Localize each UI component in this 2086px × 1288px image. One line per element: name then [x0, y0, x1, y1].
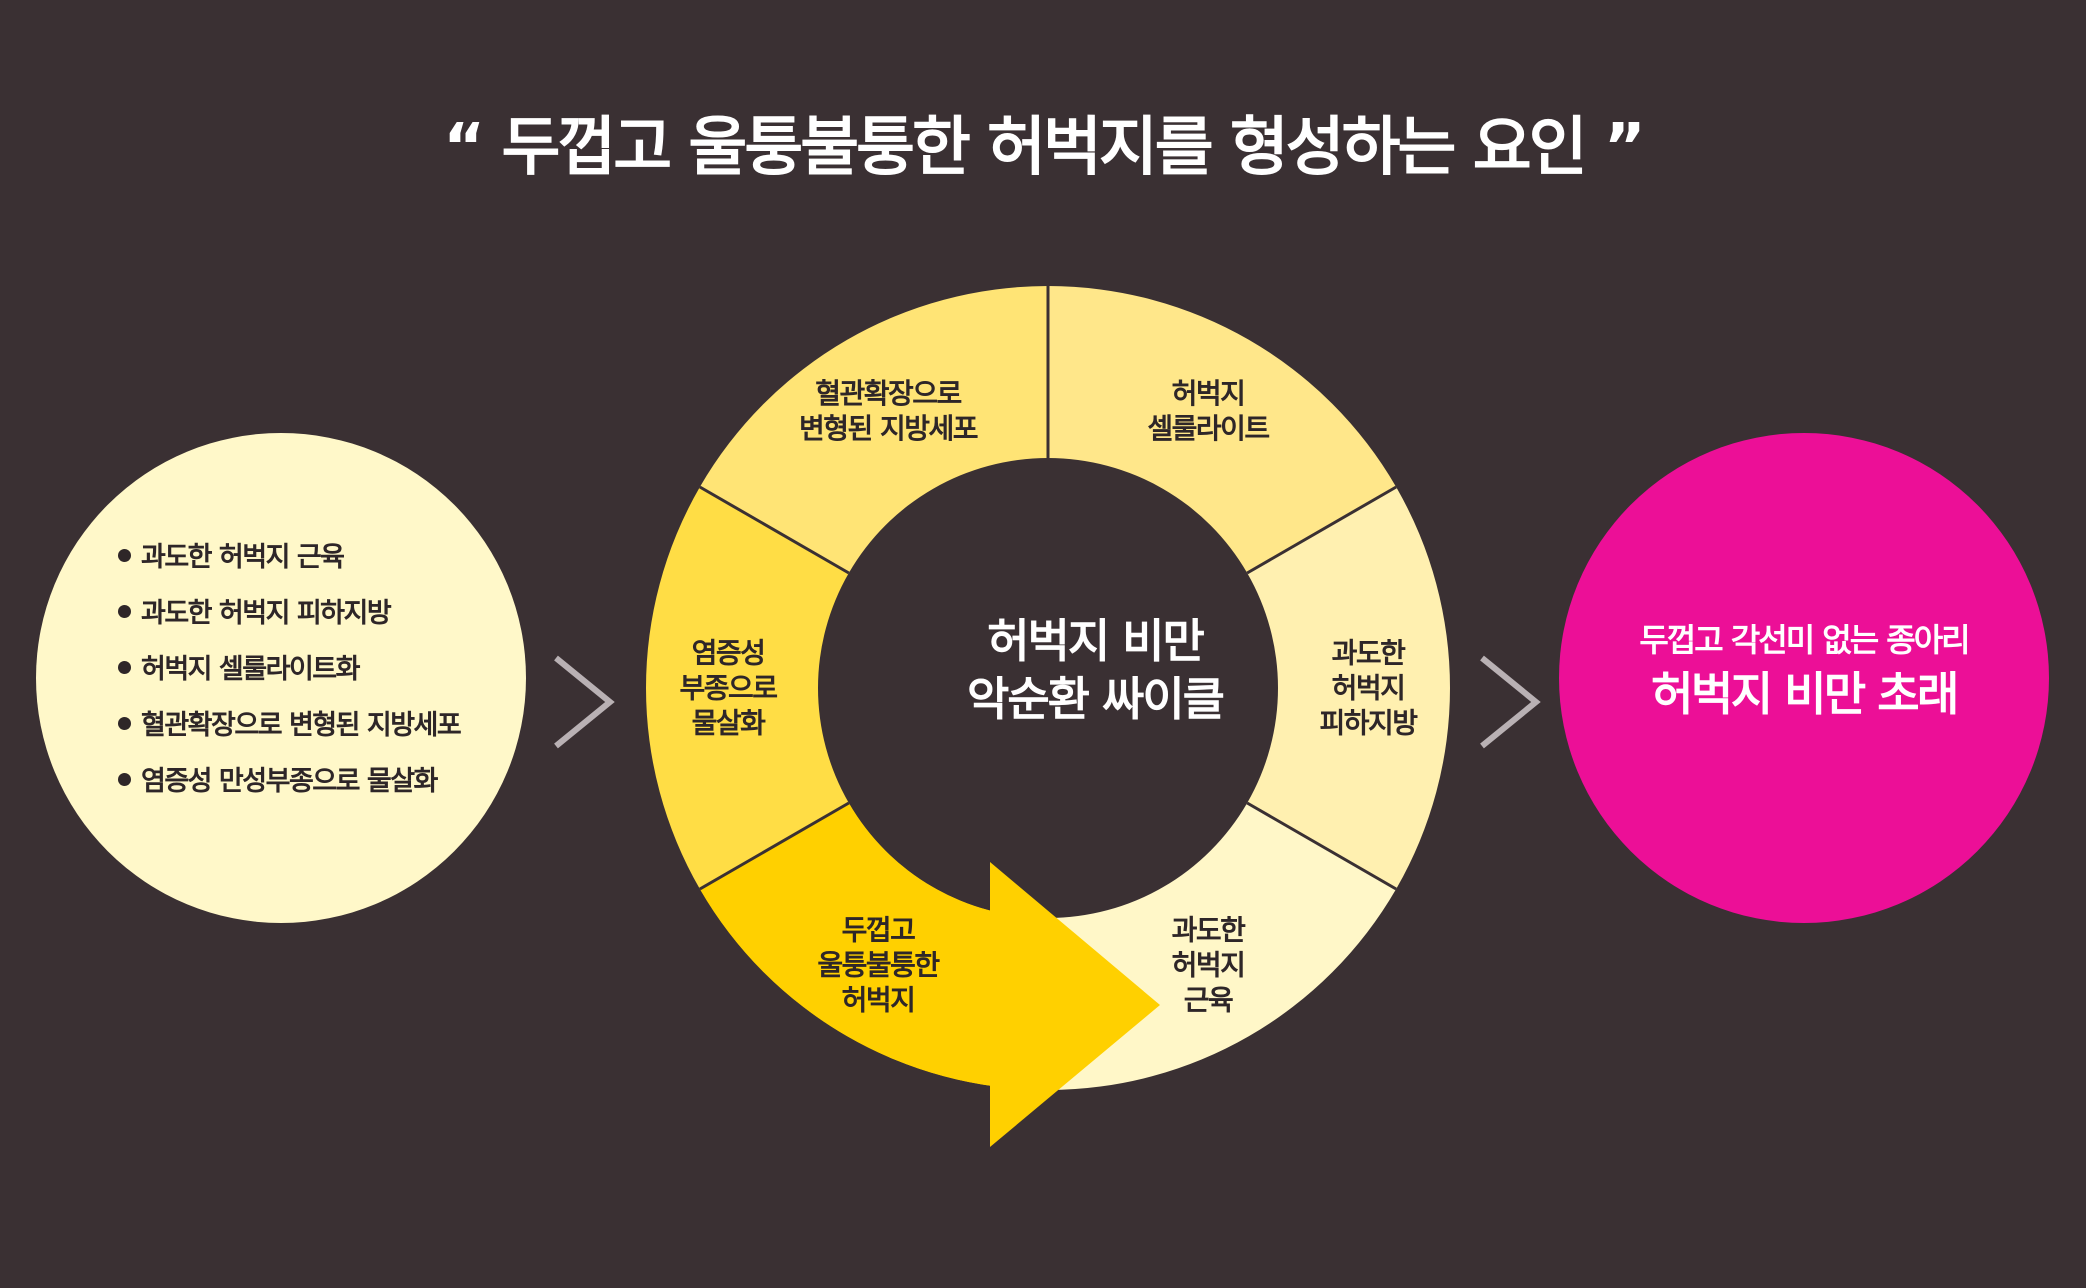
bullet-dot-icon	[118, 549, 131, 562]
cycle-segment-text: 허벅지	[841, 983, 916, 1017]
page-title: “ 두껍고 울퉁불퉁한 허벅지를 형성하는 요인 ”	[443, 111, 1646, 185]
cycle-segment-text: 두껍고	[841, 913, 916, 947]
cycle-segment-text: 허벅지	[1331, 671, 1406, 705]
factors-circle	[36, 433, 526, 923]
cycle-divider	[699, 801, 850, 891]
factor-item: 과도한 허벅지 피하지방	[118, 586, 460, 642]
cycle-segment-text: 혈관확장으로	[815, 376, 962, 410]
cycle-segment-text: 피하지방	[1319, 706, 1418, 740]
cycle-arrow-body	[699, 803, 1048, 1090]
result-circle	[1559, 433, 2049, 923]
bullet-dot-icon	[118, 773, 131, 786]
cycle-segment-text: 변형된 지방세포	[798, 411, 979, 445]
cycle-segment-text: 셀룰라이트	[1147, 411, 1270, 445]
factor-item: 염증성 만성부종으로 물살화	[118, 754, 460, 810]
cycle-segment-text: 허벅지	[1171, 376, 1246, 410]
cycle-segment-text: 과도한	[1331, 636, 1406, 670]
cycle-segment-text: 염증성	[691, 636, 766, 670]
bullet-dot-icon	[118, 717, 131, 730]
cycle-segment-text: 울퉁불퉁한	[817, 948, 940, 982]
chevron-right-icon	[1480, 655, 1541, 749]
cycle-segment-text: 부종으로	[679, 671, 778, 705]
cycle-segment	[1048, 286, 1397, 573]
cycle-center-label: 허벅지 비만 악순환 싸이클	[967, 614, 1225, 726]
cycle-divider	[699, 485, 850, 575]
bullet-dot-icon	[118, 605, 131, 618]
cycle-arrow-icon	[990, 862, 1160, 1147]
cycle-segment-text: 근육	[1183, 983, 1234, 1017]
result-subtitle: 두껍고 각선미 없는 종아리	[1639, 621, 1970, 659]
result-main: 허벅지 비만 초래	[1651, 667, 1959, 721]
factor-item: 과도한 허벅지 근육	[118, 530, 460, 586]
cycle-segment	[646, 487, 849, 889]
cycle-segment-text: 과도한	[1171, 913, 1246, 947]
cycle-segment	[1247, 487, 1450, 889]
cycle-segment	[699, 286, 1048, 573]
factor-item: 혈관확장으로 변형된 지방세포	[118, 698, 462, 754]
bullet-dot-icon	[118, 661, 131, 674]
factor-item: 허벅지 셀룰라이트화	[118, 642, 460, 698]
chevron-right-icon	[554, 655, 615, 749]
factors-list: 과도한 허벅지 근육 과도한 허벅지 피하지방 허벅지 셀룰라이트화 혈관확장으…	[118, 530, 462, 810]
cycle-segment-text: 허벅지	[1171, 948, 1246, 982]
cycle-divider	[1246, 801, 1397, 891]
cycle-segment-text: 물살화	[691, 706, 766, 740]
cycle-divider	[1246, 485, 1397, 575]
